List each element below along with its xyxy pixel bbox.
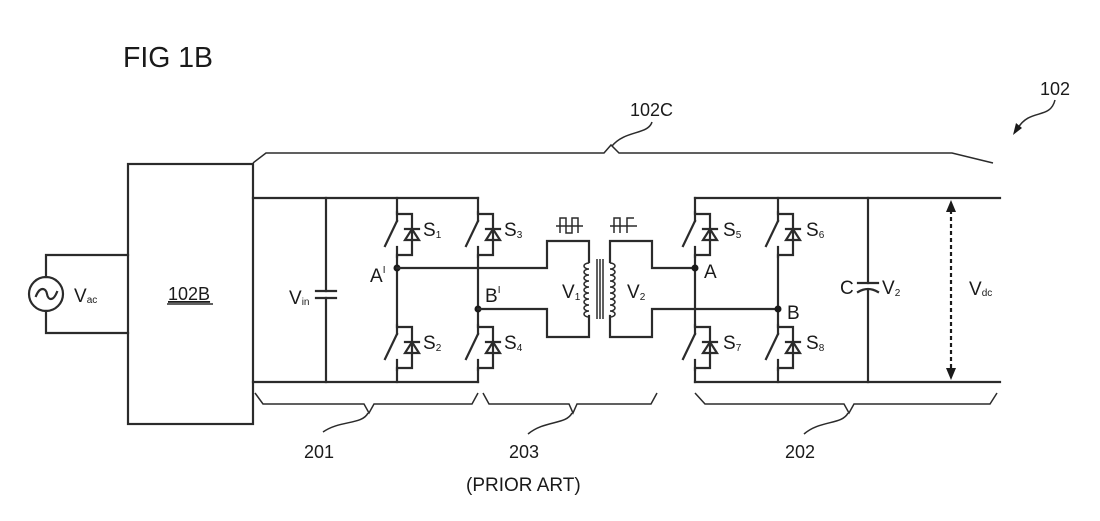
s3-label: S3 — [504, 220, 523, 241]
node-b — [774, 305, 782, 313]
bracket-202 — [694, 392, 998, 415]
wire — [44, 253, 130, 279]
ref-202-leader — [803, 412, 849, 435]
ref-102c-label: 102C — [630, 100, 673, 120]
ref-102b-label: 102B — [168, 284, 210, 304]
square-wave-segment — [626, 217, 634, 233]
vin-label: Vin — [289, 288, 309, 309]
s2-label: S2 — [423, 333, 442, 354]
figure-title: FIG 1B — [123, 42, 213, 74]
arrow-up-icon — [946, 200, 956, 212]
ref-201-label: 201 — [304, 442, 334, 462]
s8-label: S8 — [806, 333, 825, 354]
s6-label: S6 — [806, 220, 825, 241]
wire — [608, 239, 697, 270]
ref-102-label: 102 — [1040, 79, 1070, 99]
b-label: B — [787, 303, 800, 324]
vac-label: Vac — [74, 286, 97, 307]
bracket-203 — [482, 392, 658, 415]
switch-s7 — [681, 323, 719, 372]
vdc-label: Vdc — [969, 279, 992, 300]
ref-201-leader — [322, 412, 369, 433]
switch-s2 — [383, 323, 421, 372]
bracket-201 — [254, 392, 479, 415]
c-label: C — [840, 278, 854, 299]
switch-s1 — [383, 210, 421, 259]
v1-label: V1 — [562, 282, 581, 303]
ref-203-label: 203 — [509, 442, 539, 462]
switch-s8 — [764, 323, 802, 372]
wire — [395, 239, 591, 270]
arrow-down-icon — [946, 368, 956, 380]
a-prime-label: AI — [370, 265, 385, 287]
ref-102-arrowhead-icon — [1013, 123, 1022, 135]
wire — [44, 309, 130, 335]
v2-output-label: V2 — [882, 278, 901, 299]
prior-art-caption: (PRIOR ART) — [466, 475, 581, 496]
s1-label: S1 — [423, 220, 442, 241]
switch-s6 — [764, 210, 802, 259]
b-prime-label: BI — [485, 285, 500, 307]
node-a — [691, 264, 699, 272]
pfc-block-102b — [126, 162, 255, 426]
s7-label: S7 — [723, 333, 742, 354]
sine-wave-icon — [34, 287, 59, 301]
capacitor-plate-curved — [856, 287, 880, 294]
switch-s4 — [464, 323, 502, 372]
ref-102c-leader — [611, 121, 653, 147]
s4-label: S4 — [504, 333, 523, 354]
bracket-102c — [252, 143, 994, 164]
switch-s5 — [681, 210, 719, 259]
ref-102-leader — [1017, 99, 1056, 129]
v2-label: V2 — [627, 282, 646, 303]
square-wave-icon-primary — [559, 217, 579, 234]
transformer-icon — [583, 259, 616, 319]
ref-202-label: 202 — [785, 442, 815, 462]
s5-label: S5 — [723, 220, 742, 241]
ref-203-leader — [527, 412, 573, 435]
a-label: A — [704, 262, 717, 283]
wire — [476, 307, 591, 339]
switch-s3 — [464, 210, 502, 259]
